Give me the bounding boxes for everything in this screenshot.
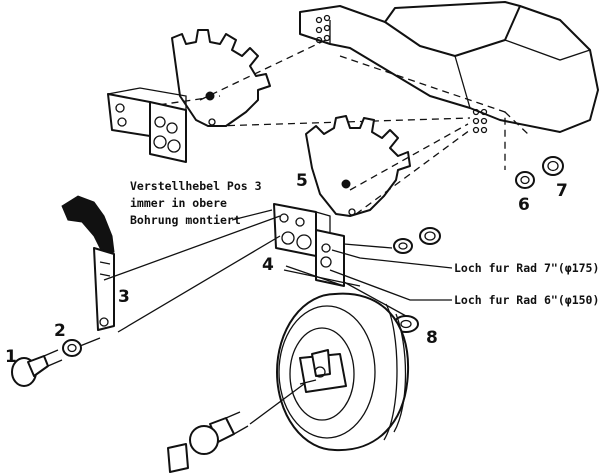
note-line-3: Bohrung montiert (130, 213, 241, 227)
lower-sector-plate (305, 115, 471, 217)
nut-and-washer-middle (343, 227, 441, 254)
label-part-7: 7 (556, 181, 568, 201)
label-part-6: 6 (518, 195, 530, 215)
wheel (276, 292, 410, 452)
washer-6-and-nut-7 (515, 156, 564, 189)
washer-2 (62, 337, 101, 357)
label-part-8: 8 (426, 328, 438, 348)
note-line-2: immer in obere (130, 196, 227, 210)
callout-leader-6in (329, 269, 452, 301)
note-line-1: Verstellhebel Pos 3 (130, 179, 262, 193)
label-part-5: 5 (296, 171, 308, 191)
note-leader (231, 209, 273, 221)
callout-hole-7in: Loch fur Rad 7"(φ175) (454, 261, 599, 275)
mounting-note: Verstellhebel Pos 3 immer in obere Bohru… (130, 179, 262, 227)
label-part-1: 1 (5, 347, 17, 367)
callout-leader-7in (331, 249, 453, 269)
upper-axle-bracket (107, 87, 187, 163)
upper-sector-plate (123, 29, 471, 127)
adjustment-lever (61, 195, 281, 333)
label-part-3: 3 (118, 287, 130, 307)
callout-hole-6in: Loch fur Rad 6"(φ150) (454, 293, 599, 307)
mower-deck (299, 1, 599, 170)
bolt (11, 349, 63, 387)
axle-bolt (167, 383, 305, 473)
label-part-2: 2 (54, 321, 66, 341)
deck-rivets (315, 14, 488, 134)
label-part-4: 4 (262, 255, 274, 275)
